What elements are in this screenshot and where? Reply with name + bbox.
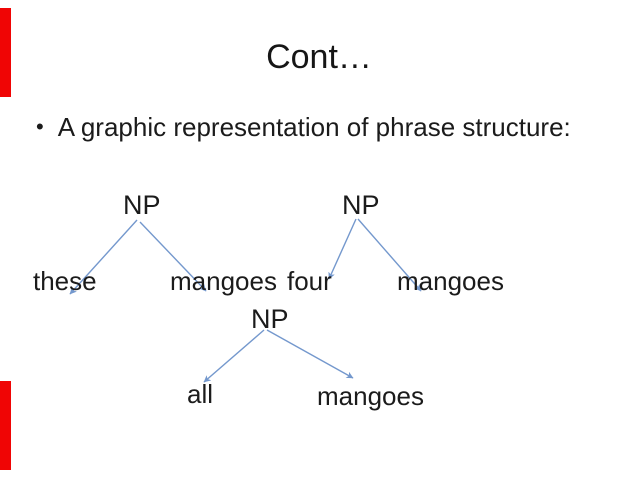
bullet-marker: • — [36, 114, 44, 139]
tree1-right-leaf: mangoes — [170, 266, 277, 296]
tree3-right-branch-line — [266, 329, 354, 379]
bullet-item: • A graphic representation of phrase stru… — [36, 112, 616, 143]
tree3-root-label: NP — [251, 304, 289, 334]
bullet-text: A graphic representation of phrase struc… — [57, 112, 571, 142]
tree3-right-leaf: mangoes — [317, 381, 424, 411]
tree1-left-leaf: these — [33, 266, 97, 296]
slide-title: Cont… — [266, 38, 372, 76]
tree2-root-label: NP — [342, 190, 380, 220]
tree2-left-leaf: four — [287, 266, 332, 296]
tree2-right-leaf: mangoes — [397, 266, 504, 296]
tree3-left-branch-line — [203, 329, 265, 383]
tree1-root-label: NP — [123, 190, 161, 220]
left-accent-bar-top — [0, 8, 11, 97]
tree3-left-leaf: all — [187, 379, 214, 409]
left-accent-bar-bottom — [0, 381, 11, 470]
tree2-left-branch-line — [328, 218, 357, 280]
